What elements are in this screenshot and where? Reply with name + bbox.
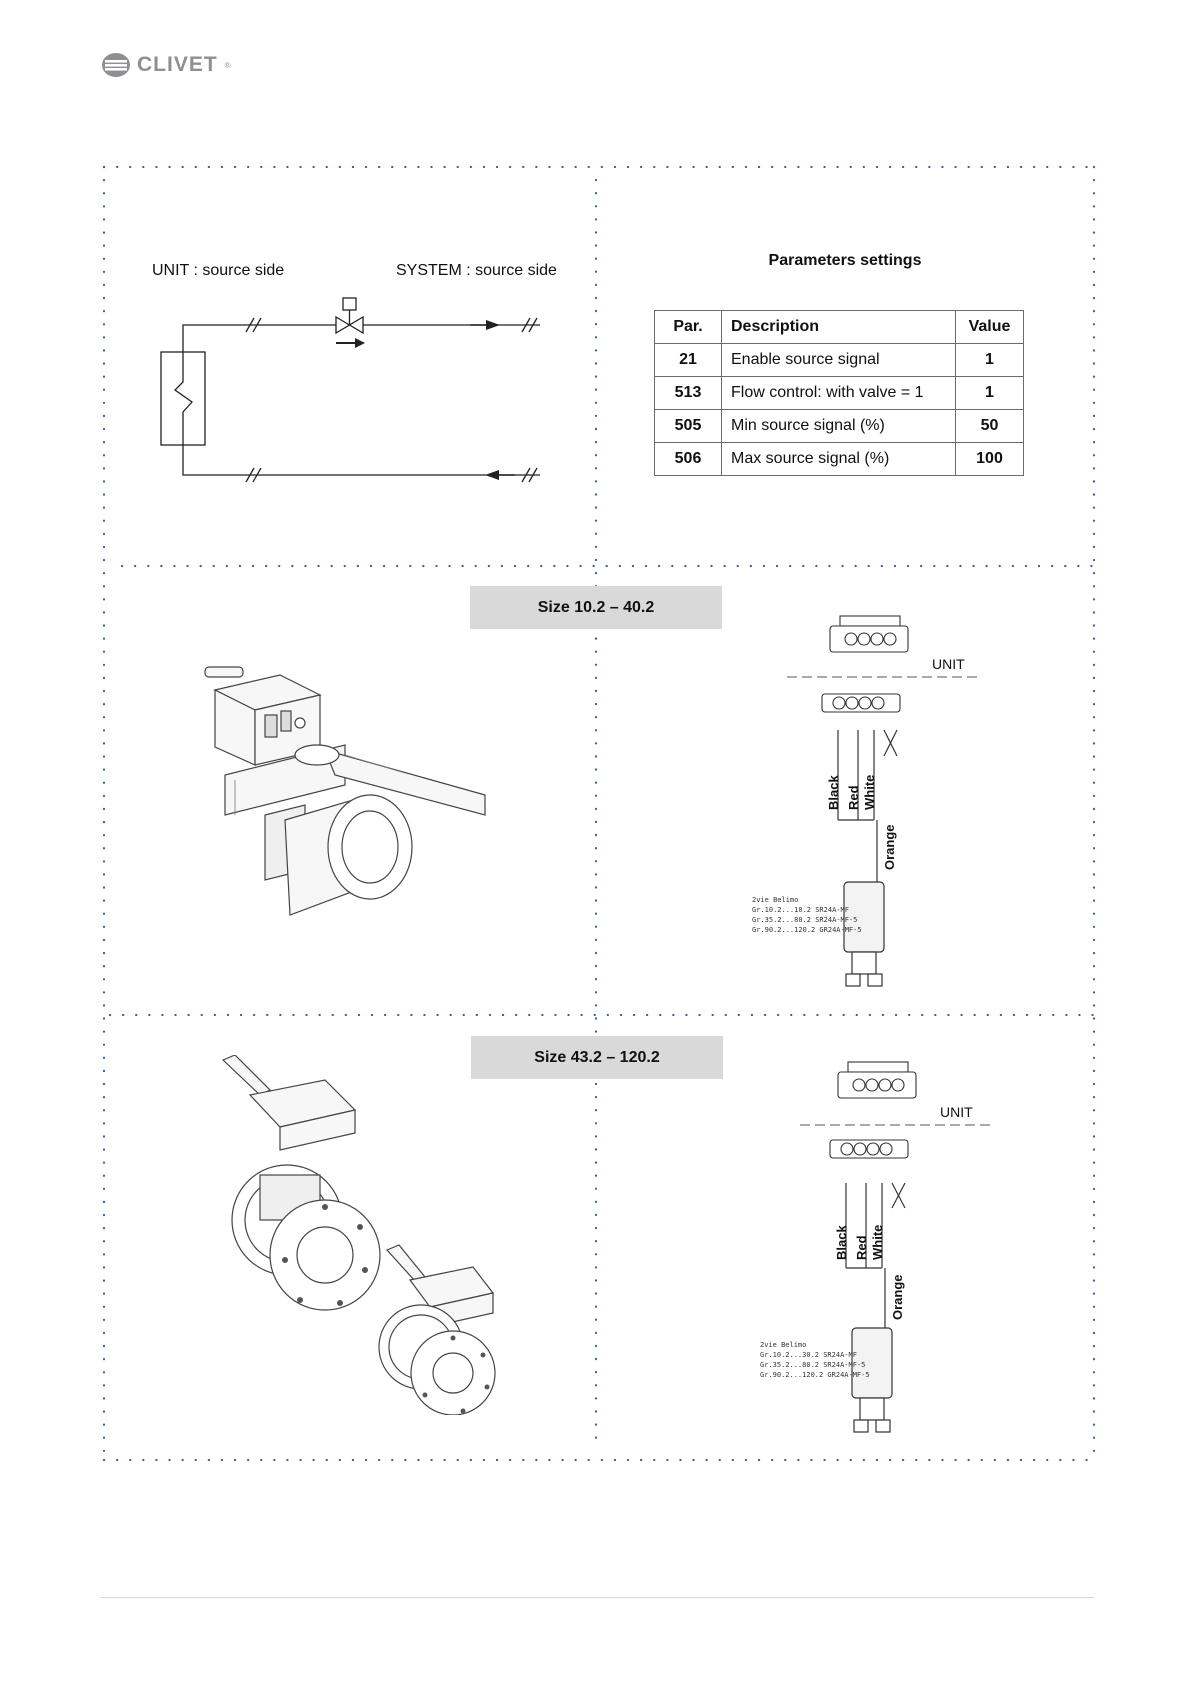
table-row: 506 Max source signal (%) 100 bbox=[654, 442, 1024, 476]
unit-source-side-label: UNIT : source side bbox=[152, 262, 285, 279]
wire-red-label: Red bbox=[846, 785, 861, 810]
table-row: 505 Min source signal (%) 50 bbox=[654, 409, 1024, 443]
footer-rule bbox=[101, 1597, 1094, 1598]
header-description: Description bbox=[721, 310, 956, 344]
cell-description: Min source signal (%) bbox=[721, 409, 956, 443]
wiring-unit-label: UNIT bbox=[940, 1104, 973, 1120]
wire-red-label: Red bbox=[854, 1235, 869, 1260]
cell-value: 100 bbox=[955, 442, 1024, 476]
return-line bbox=[182, 445, 540, 476]
clivet-logo-mark-icon bbox=[102, 53, 130, 77]
actuator-note: Gr.35.2...80.2 SR24A-MF-5 bbox=[752, 916, 858, 924]
parameters-table: Par. Description Value 21 Enable source … bbox=[654, 310, 1024, 476]
wire-orange-label: Orange bbox=[890, 1274, 905, 1320]
wiring-diagram-large: UNIT Black Red White Orange 2vie Belimo … bbox=[760, 1058, 1000, 1450]
wiring-diagram-small: UNIT Black Red White Orange 2vie Belimo … bbox=[752, 612, 992, 1004]
cell-description: Flow control: with valve = 1 bbox=[721, 376, 956, 410]
cell-description: Enable source signal bbox=[721, 343, 956, 377]
actuator-note: 2vie Belimo bbox=[760, 1341, 807, 1349]
actuator-notes: 2vie Belimo Gr.10.2...30.2 SR24A-MF Gr.3… bbox=[760, 1340, 870, 1380]
header-par: Par. bbox=[654, 310, 722, 344]
parameters-title: Parameters settings bbox=[768, 252, 922, 269]
cell-value: 1 bbox=[955, 376, 1024, 410]
actuator-note: Gr.90.2...120.2 GR24A-MF-5 bbox=[752, 926, 862, 934]
wire-black-label: Black bbox=[834, 1225, 849, 1260]
wire-orange-label: Orange bbox=[882, 824, 897, 870]
actuator-note: Gr.10.2...30.2 SR24A-MF bbox=[760, 1351, 857, 1359]
actuator-notes: 2vie Belimo Gr.10.2...10.2 SR24A-MF Gr.3… bbox=[752, 895, 862, 935]
size-banner-small: Size 10.2 – 40.2 bbox=[470, 586, 722, 629]
header-value: Value bbox=[955, 310, 1024, 344]
size-banner-large: Size 43.2 – 120.2 bbox=[471, 1036, 723, 1079]
cell-value: 50 bbox=[955, 409, 1024, 443]
wiring-unit-label: UNIT bbox=[932, 656, 965, 672]
wiring-schematic bbox=[787, 615, 977, 987]
wire-white-label: White bbox=[862, 774, 877, 810]
logo-registered-mark: ® bbox=[224, 60, 231, 70]
flanged-valve-illustration bbox=[221, 1055, 496, 1415]
cell-par: 506 bbox=[654, 442, 722, 476]
cell-par: 505 bbox=[654, 409, 722, 443]
hydraulic-schematic bbox=[160, 297, 540, 483]
table-row: 21 Enable source signal 1 bbox=[654, 343, 1024, 377]
wire-black-label: Black bbox=[826, 775, 841, 810]
cell-value: 1 bbox=[955, 343, 1024, 377]
actuator-note: 2vie Belimo bbox=[752, 896, 799, 904]
actuator-note: Gr.35.2...80.2 SR24A-MF-5 bbox=[760, 1361, 866, 1369]
wire-white-label: White bbox=[870, 1224, 885, 1260]
wiring-schematic bbox=[800, 1061, 990, 1433]
cell-par: 21 bbox=[654, 343, 722, 377]
table-header-row: Par. Description Value bbox=[654, 310, 1024, 344]
actuator-note: Gr.10.2...10.2 SR24A-MF bbox=[752, 906, 849, 914]
cell-par: 513 bbox=[654, 376, 722, 410]
cell-description: Max source signal (%) bbox=[721, 442, 956, 476]
actuator-note: Gr.90.2...120.2 GR24A-MF-5 bbox=[760, 1371, 870, 1379]
supply-line bbox=[182, 324, 540, 352]
valve-actuator-illustration bbox=[204, 666, 486, 916]
logo-text: CLIVET bbox=[137, 53, 218, 76]
table-row: 513 Flow control: with valve = 1 1 bbox=[654, 376, 1024, 410]
system-source-side-label: SYSTEM : source side bbox=[396, 262, 557, 279]
clivet-logo: CLIVET ® bbox=[101, 52, 231, 78]
